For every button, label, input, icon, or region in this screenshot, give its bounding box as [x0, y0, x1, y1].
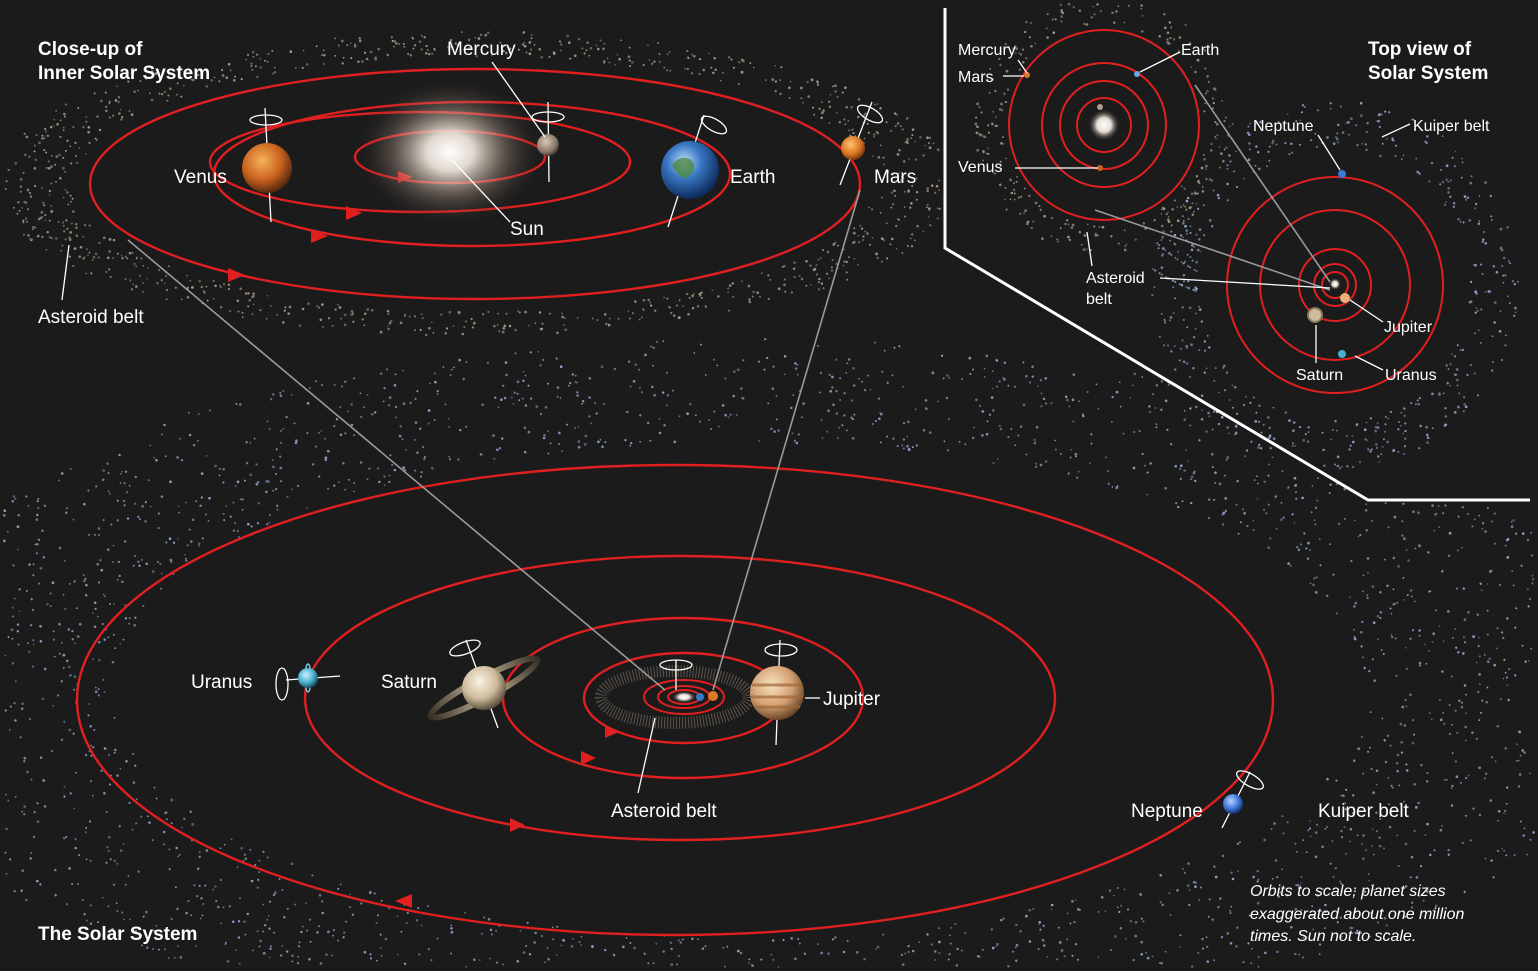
- uranus-planet: [275, 663, 341, 701]
- top-label-uranus: Uranus: [1385, 367, 1437, 384]
- mars-orbit-small: [643, 679, 725, 715]
- top-connector-2: [1094, 209, 1331, 291]
- top-label-venus: Venus: [958, 159, 1002, 176]
- top-label-saturn: Saturn: [1296, 367, 1343, 384]
- sun: [355, 77, 545, 227]
- top-view-inner-orbits: [1008, 29, 1200, 221]
- orbit-arrow: [510, 818, 525, 832]
- inner-orbits: [88, 67, 862, 301]
- mars-planet: [839, 101, 884, 186]
- zoom-connector-left: [127, 239, 666, 691]
- inner-title-line1: Close-up of: [38, 39, 143, 60]
- orbit-arrow: [395, 894, 412, 908]
- asteroid-belt-dots-inner: [4, 31, 941, 337]
- top-label-mars: Mars: [958, 69, 994, 86]
- small-axis-sun: [659, 659, 693, 690]
- note-line3: times. Sun not to scale.: [1250, 928, 1416, 945]
- label-asteroid-belt-main: Asteroid belt: [611, 801, 717, 822]
- inner-title-line2: Inner Solar System: [38, 63, 210, 84]
- mars-orbit: [88, 67, 862, 301]
- orbit-arrow: [346, 206, 362, 220]
- label-kuiper-belt: Kuiper belt: [1318, 801, 1410, 822]
- top-label-asteroid-line1: Asteroid: [1086, 270, 1145, 287]
- label-mars: Mars: [874, 167, 916, 188]
- label-mercury: Mercury: [447, 39, 516, 60]
- label-sun: Sun: [510, 219, 544, 240]
- orbit-arrow: [311, 229, 328, 243]
- note-line2: exaggerated about one million: [1250, 906, 1464, 923]
- kuiper-belt-dots: [2, 338, 1535, 968]
- label-asteroid-belt-inner: Asteroid belt: [38, 307, 144, 328]
- earth-planet: [661, 114, 728, 228]
- sun-small: [672, 691, 696, 703]
- main-title: The Solar System: [38, 924, 197, 945]
- mercury-planet: [531, 101, 565, 183]
- uranus-orbit: [303, 554, 1057, 842]
- neptune-planet: [1221, 770, 1264, 829]
- neptune-orbit: [75, 463, 1275, 937]
- orbit-arrow: [581, 751, 596, 765]
- top-view-panel-border: [943, 8, 1530, 502]
- label-neptune: Neptune: [1131, 801, 1203, 822]
- venus-planet: [242, 107, 292, 223]
- top-label-kuiper-belt: Kuiper belt: [1413, 118, 1490, 135]
- note-line1: Orbits to scale; planet sizes: [1250, 883, 1446, 900]
- top-view-outer-orbits: [1226, 170, 1444, 394]
- saturn-planet: [427, 639, 541, 729]
- label-venus: Venus: [174, 167, 227, 188]
- orbit-arrow: [228, 268, 245, 282]
- label-uranus: Uranus: [191, 672, 252, 693]
- top-connector-1: [1194, 84, 1331, 283]
- zoom-connector-right: [712, 189, 861, 691]
- label-jupiter: Jupiter: [823, 689, 881, 710]
- label-earth: Earth: [730, 167, 775, 188]
- top-label-earth: Earth: [1181, 42, 1219, 59]
- label-saturn: Saturn: [381, 672, 437, 693]
- top-label-asteroid-line2: belt: [1086, 291, 1112, 308]
- top-title-line2: Solar System: [1368, 63, 1488, 84]
- leader-lines: [61, 51, 1411, 794]
- orbit-arrow: [605, 726, 619, 738]
- asteroid-ring-main: [595, 665, 755, 729]
- top-label-neptune: Neptune: [1253, 118, 1314, 135]
- top-label-mercury: Mercury: [958, 42, 1016, 59]
- top-label-jupiter: Jupiter: [1384, 319, 1433, 336]
- jupiter-planet: [750, 639, 804, 746]
- top-title-line1: Top view of: [1368, 39, 1472, 60]
